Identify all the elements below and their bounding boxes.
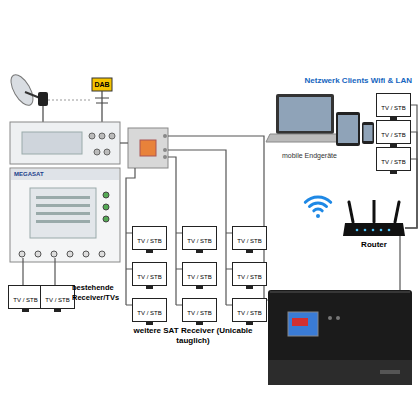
tv-stb-box: TV / STB xyxy=(182,226,217,250)
tv-stb-box: TV / STB xyxy=(8,285,43,309)
tv-stb-box: TV / STB xyxy=(232,262,267,286)
coax-wires xyxy=(23,136,400,305)
device-label: TV / STB xyxy=(237,237,261,245)
device-label: TV / STB xyxy=(237,273,261,281)
tv-stb-box: TV / STB xyxy=(132,226,167,250)
device-label: TV / STB xyxy=(137,309,161,317)
tv-stb-box: TV / STB xyxy=(40,285,75,309)
tv-stb-box: TV / STB xyxy=(376,120,411,144)
group-caption: bestehende Receiver/TVs xyxy=(72,283,122,302)
tv-stb-box: TV / STB xyxy=(376,147,411,171)
unicable-switch xyxy=(10,106,120,164)
dab-antenna xyxy=(92,78,112,122)
group-caption: weitere SAT Receiver (Unicable tauglich) xyxy=(128,326,258,346)
device-label: TV / STB xyxy=(237,309,261,317)
router-label: Router xyxy=(361,240,387,250)
satellite-dish xyxy=(7,71,90,108)
mobile-devices xyxy=(266,94,374,146)
tv-stb-box: TV / STB xyxy=(232,226,267,250)
sat-receiver xyxy=(268,290,412,385)
antenna-tag: DAB xyxy=(92,80,112,89)
router-node: Router xyxy=(343,200,405,251)
device-label: TV / STB xyxy=(187,309,211,317)
megasat-multiswitch xyxy=(10,168,120,262)
tv-stb-box: TV / STB xyxy=(132,262,167,286)
tv-stb-box: TV / STB xyxy=(182,298,217,322)
device-label: TV / STB xyxy=(187,273,211,281)
tv-stb-box: TV / STB xyxy=(132,298,167,322)
device-caption: mobile Endgeräte xyxy=(282,151,362,160)
router-icon xyxy=(343,200,405,240)
group-heading: Netzwerk Clients Wifi & LAN xyxy=(262,76,412,86)
tv-stb-box: TV / STB xyxy=(182,262,217,286)
device-label: TV / STB xyxy=(381,131,405,139)
device-label: TV / STB xyxy=(381,104,405,112)
wifi-symbol xyxy=(305,197,330,218)
device-label: TV / STB xyxy=(137,237,161,245)
device-label: TV / STB xyxy=(45,296,69,304)
splitter xyxy=(128,128,168,168)
device-label: TV / STB xyxy=(13,296,37,304)
tv-stb-box: TV / STB xyxy=(376,93,411,117)
device-label: TV / STB xyxy=(137,273,161,281)
brand-name: MEGASAT xyxy=(14,170,74,178)
device-label: TV / STB xyxy=(381,158,405,166)
device-label: TV / STB xyxy=(187,237,211,245)
tv-stb-box: TV / STB xyxy=(232,298,267,322)
